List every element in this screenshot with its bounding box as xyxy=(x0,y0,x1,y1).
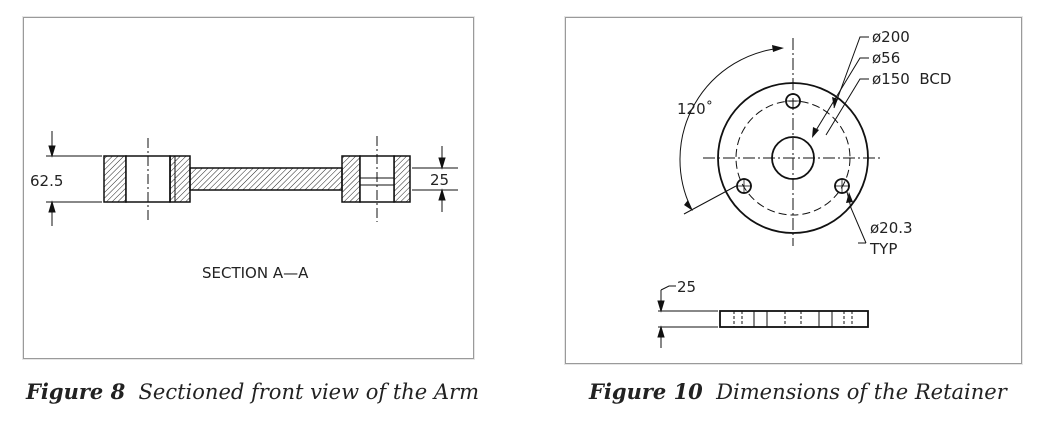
center-hole-diameter-label: ø56 xyxy=(872,49,900,67)
center-lines xyxy=(703,38,883,246)
retainer-side-view xyxy=(719,310,869,328)
figure-8-caption: Figure 8 Sectioned front view of the Arm xyxy=(26,379,479,404)
figure-8-number: Figure 8 xyxy=(26,379,126,404)
hole-typ-label: TYP xyxy=(869,240,897,258)
right-boss xyxy=(341,155,411,203)
leader-arrows xyxy=(812,97,853,203)
arm-web xyxy=(189,167,343,191)
outer-diameter-label: ø200 xyxy=(872,28,910,46)
bolt-hole-centers xyxy=(736,100,850,194)
left-boss xyxy=(103,155,191,203)
height-dimension-label: 62.5 xyxy=(30,172,63,190)
hole-diameter-label: ø20.3 xyxy=(870,219,913,237)
section-label: SECTION A—A xyxy=(202,264,309,282)
figure-8-caption-text: Sectioned front view of the Arm xyxy=(138,380,480,404)
side-thickness-label: 25 xyxy=(677,278,696,296)
height-dimension xyxy=(46,131,102,226)
retainer-drawing: 120˚ ø200 ø56 ø150 BCD ø20.3 TYP xyxy=(657,28,951,348)
figure-10-drawing-panel: 120˚ ø200 ø56 ø150 BCD ø20.3 TYP xyxy=(565,17,1022,364)
center-hole xyxy=(771,136,815,180)
center-lines xyxy=(147,136,378,222)
bolt-circle-diameter-label: ø150 BCD xyxy=(872,70,951,88)
angle-dimension-label: 120˚ xyxy=(677,100,713,118)
angle-dimension xyxy=(679,45,784,215)
leaders xyxy=(814,36,869,244)
figure-10-caption: Figure 10 Dimensions of the Retainer xyxy=(589,379,1007,404)
thickness-dimension-label: 25 xyxy=(430,171,449,189)
figure-8-drawing-panel: 62.5 25 SECTION A—A xyxy=(23,17,474,359)
side-thickness-dimension xyxy=(657,285,718,348)
figure-10-number: Figure 10 xyxy=(589,379,703,404)
thickness-dimension xyxy=(412,146,458,212)
figure-10-caption-text: Dimensions of the Retainer xyxy=(716,380,1007,404)
outer-circle xyxy=(717,82,869,234)
arm-section-drawing: 62.5 25 SECTION A—A xyxy=(30,131,458,282)
